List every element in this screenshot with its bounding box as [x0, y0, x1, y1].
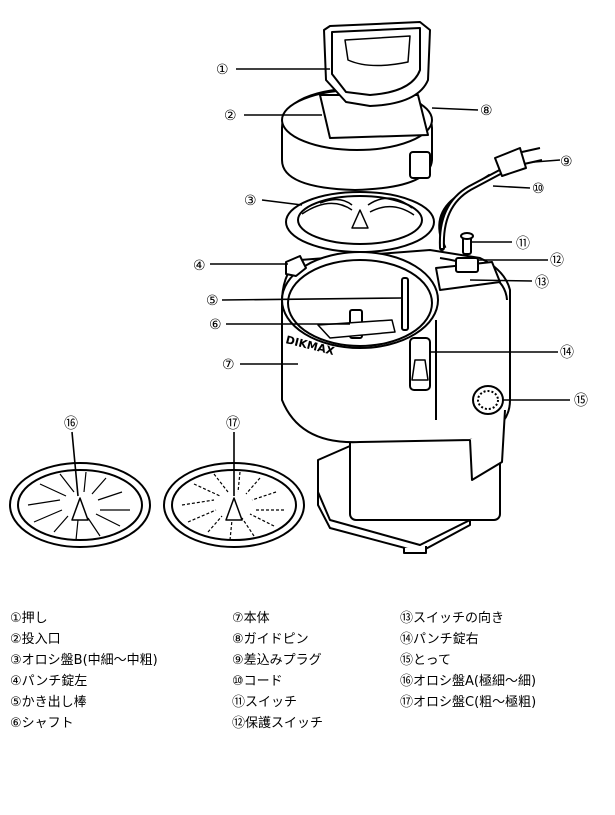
- grating-disc-c: [163, 462, 305, 548]
- legend-item: ⑮とって: [400, 653, 451, 668]
- callout-16: ⑯: [64, 416, 78, 432]
- legend-column-2: ⑦本体 ⑧ガイドピン ⑨差込みプラグ ⑩コード ⑪スイッチ ⑫保護スイッチ: [232, 608, 323, 734]
- callout-15: ⑮: [574, 393, 588, 409]
- legend-item: ⑭パンチ錠右: [400, 632, 479, 647]
- cord-and-plug: [438, 147, 543, 251]
- legend-item: ③オロシ盤B(中細～中粗): [10, 653, 158, 668]
- pusher: [323, 21, 431, 107]
- punch-lock-left: [285, 255, 307, 277]
- legend-item: ⑥シャフト: [10, 716, 74, 731]
- callout-2: ②: [224, 108, 237, 124]
- callout-8: ⑧: [480, 103, 493, 119]
- handle: [472, 385, 504, 415]
- lid: [281, 87, 433, 191]
- legend-column-3: ⑬スイッチの向き ⑭パンチ錠右 ⑮とって ⑯オロシ盤A(極細～細) ⑰オロシ盤C…: [400, 608, 536, 713]
- callout-4: ④: [193, 258, 206, 274]
- leader-lines: [71, 68, 570, 497]
- legend-item: ⑩コード: [232, 674, 283, 689]
- callout-9: ⑨: [560, 154, 573, 170]
- legend-column-1: ①押し ②投入口 ③オロシ盤B(中細～中粗) ④パンチ錠左 ⑤かき出し棒 ⑥シャ…: [10, 608, 158, 734]
- callout-6: ⑥: [209, 317, 222, 333]
- grating-disc-a: [9, 462, 151, 548]
- legend-item: ⑰オロシ盤C(粗～極粗): [400, 695, 537, 710]
- legend-item: ④パンチ錠左: [10, 674, 88, 689]
- callout-5: ⑤: [206, 293, 219, 309]
- callout-11: ⑪: [516, 236, 530, 252]
- callout-10: ⑩: [532, 181, 545, 197]
- legend-item: ⑨差込みプラグ: [232, 653, 322, 668]
- legend-item: ⑦本体: [232, 611, 270, 626]
- callout-1: ①: [216, 62, 229, 78]
- callout-3: ③: [244, 193, 257, 209]
- machine-diagram: DIKMAX: [9, 21, 588, 554]
- legend-item: ⑫保護スイッチ: [232, 716, 324, 731]
- callout-14: ⑭: [560, 345, 574, 361]
- legend-item: ⑯オロシ盤A(極細～細): [400, 674, 537, 689]
- base-stand: [317, 419, 501, 554]
- callout-12: ⑫: [550, 253, 564, 269]
- legend-item: ⑬スイッチの向き: [400, 611, 505, 626]
- punch-lock-right: [409, 337, 431, 391]
- legend-item: ⑧ガイドピン: [232, 632, 309, 647]
- legend-item: ①押し: [10, 611, 48, 626]
- callout-13: ⑬: [535, 275, 549, 291]
- legend-item: ⑪スイッチ: [232, 695, 298, 710]
- grating-disc-b: [285, 191, 435, 253]
- legend-item: ⑤かき出し棒: [10, 695, 87, 710]
- legend-item: ②投入口: [10, 632, 61, 647]
- callout-17: ⑰: [226, 416, 240, 432]
- switch-block: [435, 173, 501, 291]
- callout-7: ⑦: [222, 357, 235, 373]
